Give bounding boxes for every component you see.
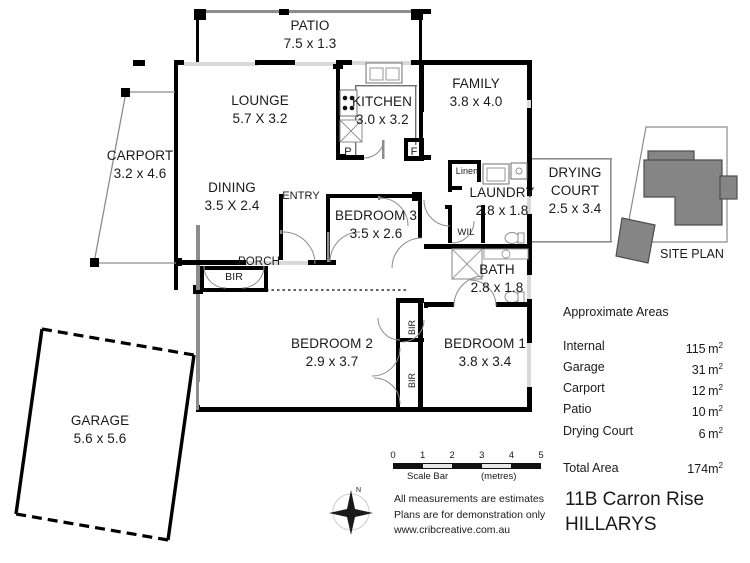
bir-walls [200,265,425,408]
bedroom3-walls [326,192,423,269]
room-dim-bath: 2.8 x 1.8 [470,280,524,295]
room-dim-garage: 5.6 x 5.6 [73,431,127,446]
disclaimer-line-2: Plans are for demonstration only [394,508,546,521]
room-label-drying-court: DRYING [548,165,602,180]
area-row: Patio 10 m2 [563,400,723,421]
label-entry: ENTRY [282,190,320,202]
label-linen: Linen [455,166,479,176]
area-value: 10 m2 [691,404,723,420]
area-value: 31 m2 [691,362,723,378]
scale-tick: 5 [538,450,544,461]
room-dim-dining: 3.5 X 2.4 [204,198,260,213]
label-bir-bedroom2-top: BIR [225,271,243,283]
label-bir-vertical-upper: BIR [407,319,417,335]
label-wil: WIL [457,227,475,238]
room-dim-bedroom-1: 3.8 x 3.4 [458,354,512,369]
room-label-laundry: LAUNDRY [469,185,535,200]
scale-tick: 2 [449,450,455,461]
total-area-label: Total Area [563,460,619,475]
room-dim-patio: 7.5 x 1.3 [283,36,337,51]
total-area-value: 174m2 [687,460,723,476]
room-dim-bedroom-3: 3.5 x 2.6 [349,226,403,241]
carport-outline [90,88,176,267]
laundry-walls [423,160,532,249]
svg-text:N: N [356,487,361,494]
scale-segment [422,463,453,469]
room-label-family: FAMILY [452,76,500,91]
scale-tick: 1 [419,450,426,461]
garage-outline [14,327,196,542]
room-label-bedroom-1: BEDROOM 1 [444,336,526,351]
label-fridge: F [410,146,418,158]
room-label-garage: GARAGE [70,413,130,428]
area-label: Patio [563,402,592,417]
site-plan-drawing [615,126,738,264]
area-label: Drying Court [563,423,634,438]
scale-segment [481,463,512,469]
patio-outline [133,9,431,66]
scale-tick: 3 [479,450,485,461]
room-label-drying-court-2: COURT [550,183,600,198]
area-value: 12 m2 [691,383,723,399]
room-label-patio: PATIO [290,18,330,33]
room-dim-carport: 3.2 x 4.6 [113,166,167,181]
area-row: Garage 31 m2 [563,358,723,379]
entry-walls [279,194,316,265]
areas-title: Approximate Areas [563,305,669,319]
disclaimer-block: All measurements are estimates Plans are… [394,492,545,539]
scale-segment [393,463,423,469]
label-porch: PORCH [237,256,281,268]
room-label-bath: BATH [479,262,515,277]
room-label-bedroom-3: BEDROOM 3 [335,208,417,223]
address-line-2: HILLARYS [565,514,657,535]
address-title-block: 11B Carron Rise HILLARYS [565,487,704,537]
area-label: Internal [563,339,605,353]
area-value: 6 m2 [698,425,723,441]
room-label-dining: DINING [208,180,256,195]
room-dim-kitchen: 3.0 x 3.2 [356,112,409,127]
scale-tick-labels: 0 1 2 3 4 5 [390,450,544,463]
room-dim-laundry: 2.8 x 1.8 [475,203,529,218]
label-bir-vertical-lower: BIR [407,372,417,388]
scale-tick: 4 [508,450,515,461]
area-label: Garage [563,360,605,375]
room-dim-drying-court: 2.5 x 3.4 [548,201,602,216]
area-label: Carport [563,381,605,396]
drying-court-outline [532,158,612,243]
room-label-kitchen: KITCHEN [352,94,412,109]
address-line-1: 11B Carron Rise [565,489,705,510]
room-label-bedroom-2: BEDROOM 2 [291,336,373,351]
room-dim-family: 3.8 x 4.0 [449,94,503,109]
room-dim-lounge: 5.7 X 3.2 [232,111,288,126]
scale-caption-right: (metres) [481,471,517,482]
scale-tick: 0 [390,450,396,461]
area-row: Drying Court 6 m2 [563,422,723,443]
approximate-areas-block: Approximate Areas Internal 115 m2 Garage 31… [563,305,723,476]
total-area-row: Total Area 174m2 [563,461,723,476]
scale-segment [452,463,482,469]
scale-caption-left: Scale Bar [407,471,449,482]
scale-bar-block: 0 1 2 3 4 5 Scale Bar (metres) [390,450,544,485]
room-label-carport: CARPORT [106,148,174,163]
bath-fixtures [424,248,530,308]
area-row: Carport 12 m2 [563,379,723,400]
compass-rose: N [329,487,373,535]
disclaimer-website[interactable]: www.cribcreative.com.au [394,524,511,536]
room-label-lounge: LOUNGE [231,93,289,108]
scale-segment [511,463,541,469]
area-row: Internal 115 m2 [563,337,723,358]
scale-captions: Scale Bar (metres) [393,471,543,485]
room-dim-bedroom-2: 2.9 x 3.7 [305,354,359,369]
scale-bar-graphic [393,463,541,469]
site-plan-label: SITE PLAN [660,247,724,261]
label-pantry: P [344,146,352,158]
disclaimer-line-1: All measurements are estimates [394,493,544,505]
exterior-walls [174,60,532,412]
family-walls [419,60,431,160]
area-value: 115 m2 [685,341,723,357]
